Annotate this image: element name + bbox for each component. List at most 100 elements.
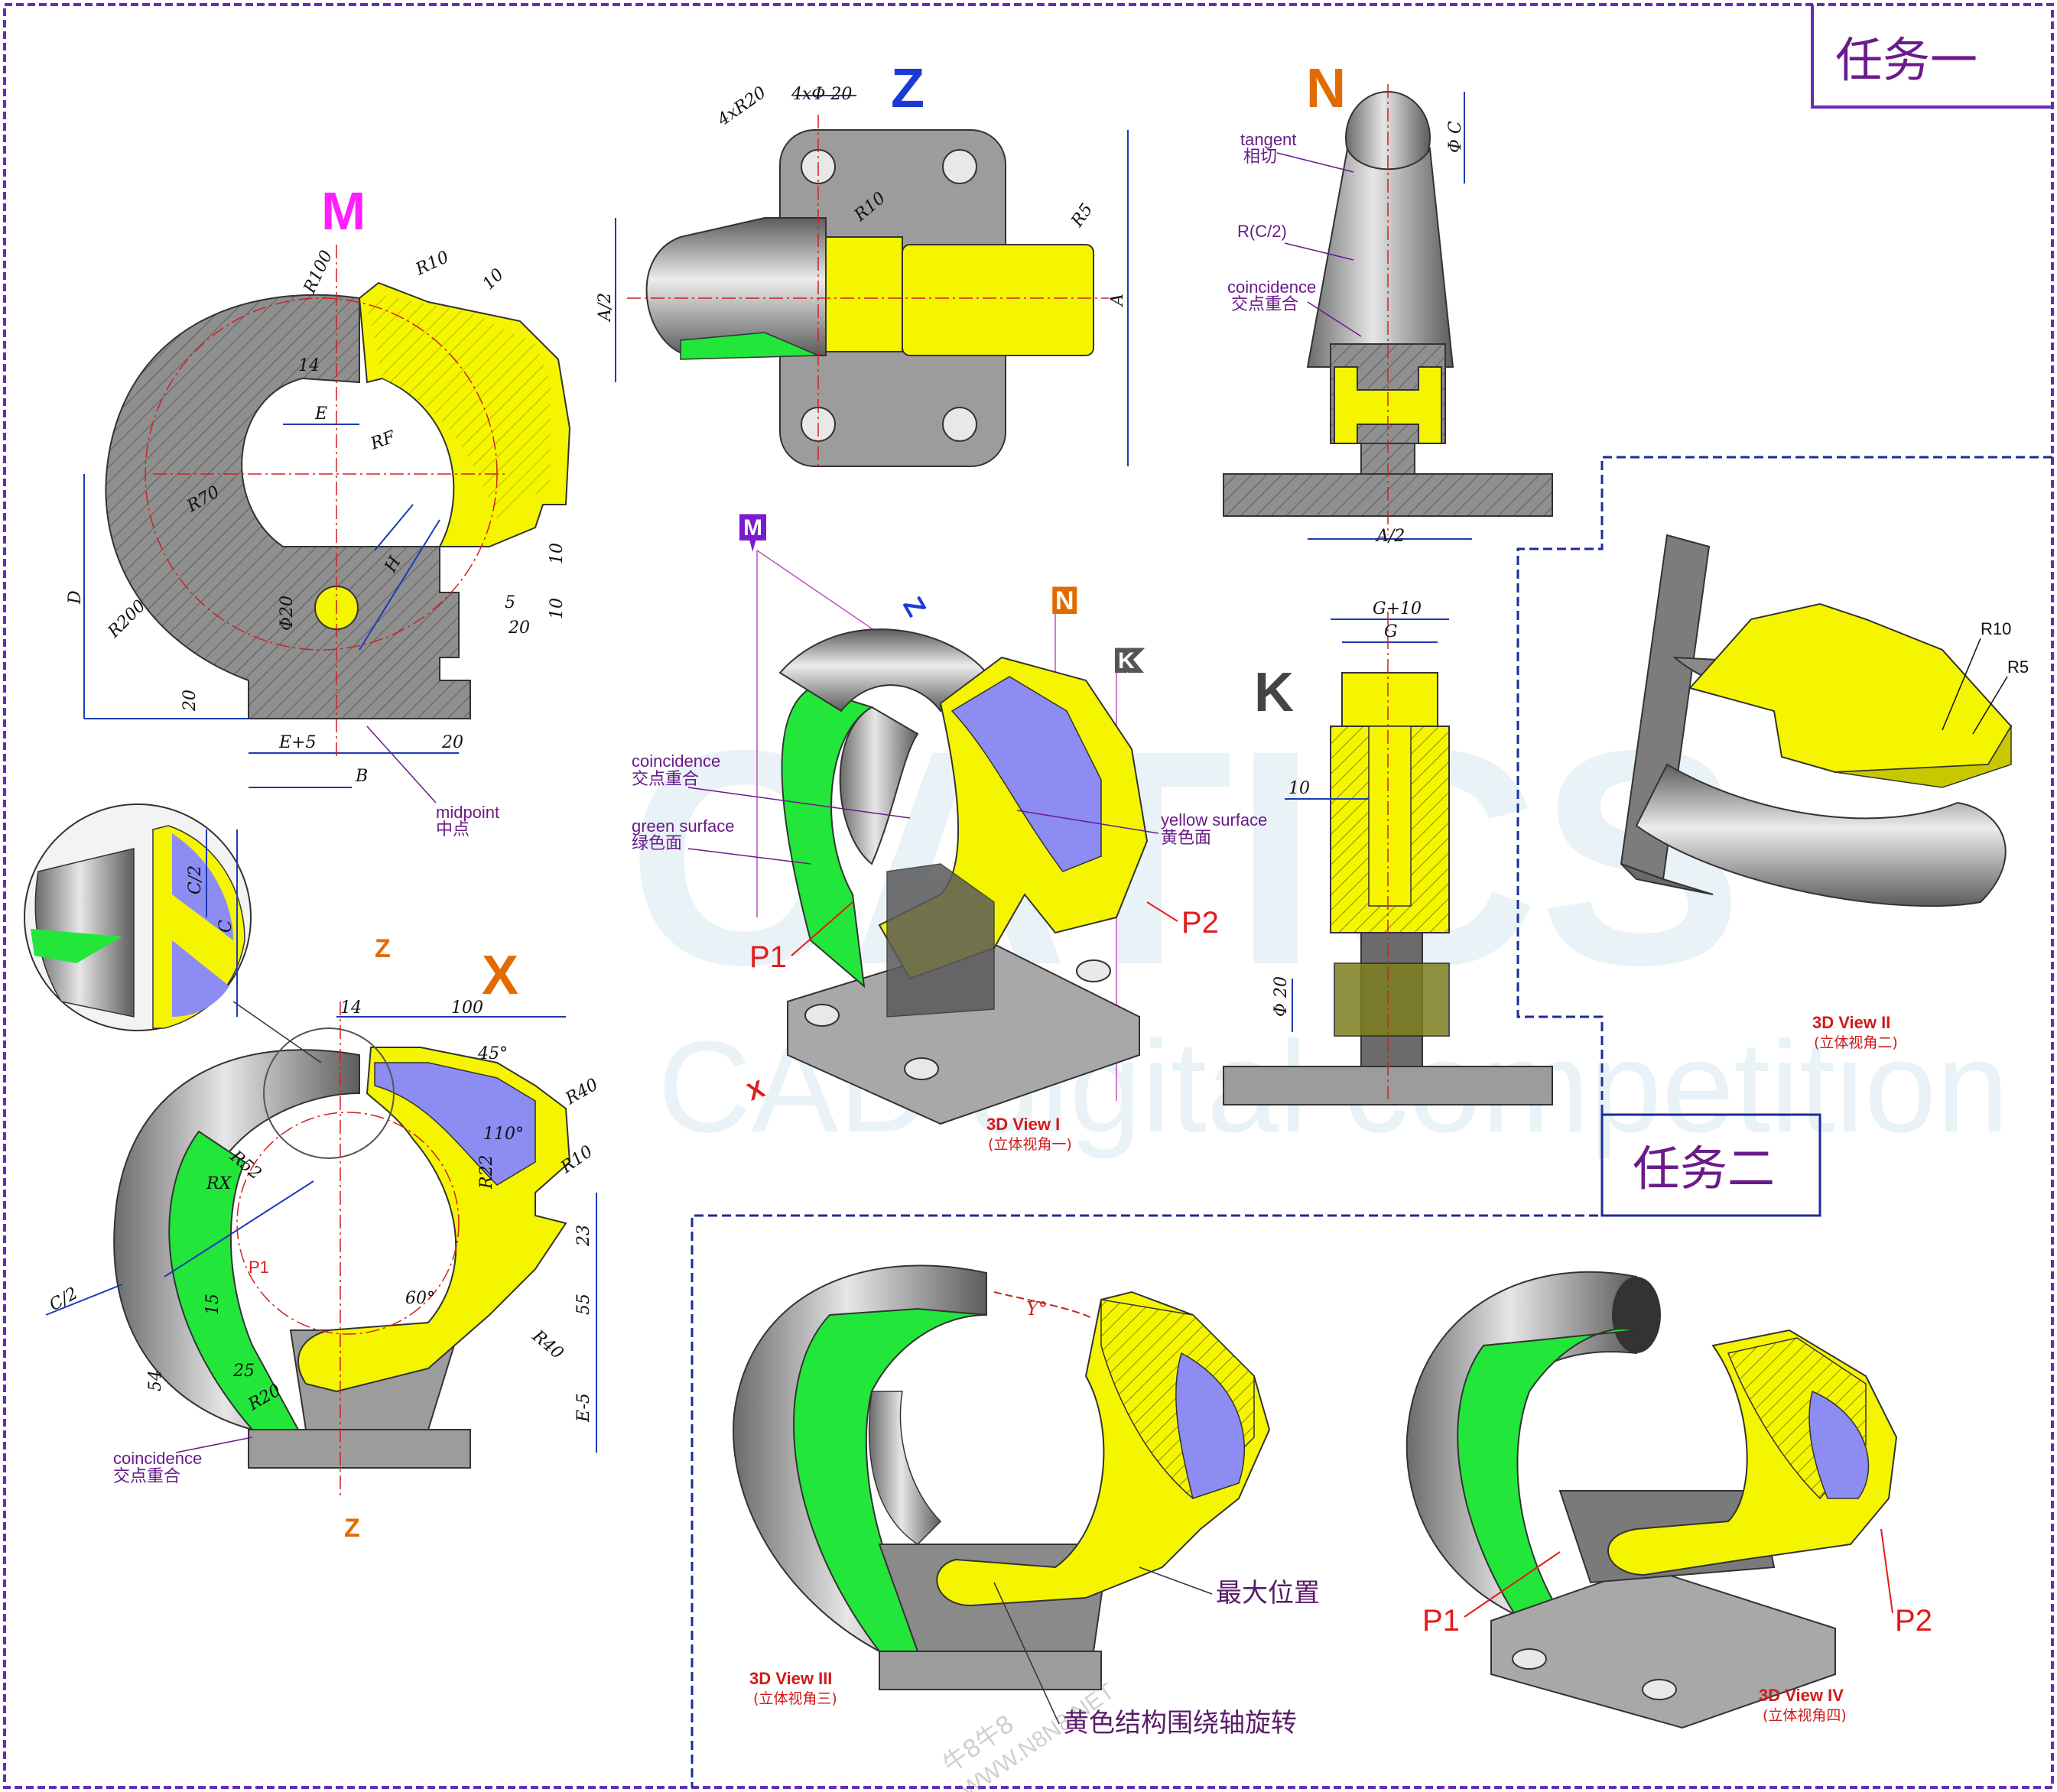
callout-green-cn: 绿色面 (632, 834, 682, 853)
callout-p1-3d: P1 (749, 940, 787, 974)
callout-midpoint: midpoint (436, 803, 499, 822)
dim-k-phi20: Φ 20 (1272, 976, 1291, 1017)
callout-coin-n-cn: 交点重合 (1231, 295, 1298, 314)
view-x-label: X (482, 945, 518, 1006)
view-m: M R100 R10 10 14 E RF R70 D H Φ20 5 20 1… (66, 181, 571, 839)
view1-m-tag-fg: M (743, 515, 762, 541)
view-3d-4: P1 P2 3D View IV (立体视角四) (1405, 1271, 1932, 1729)
dim-m-10c: 10 (548, 598, 567, 619)
callout-rotate: 黄色结构围绕轴旋转 (1063, 1708, 1297, 1738)
view-k: K G+10 G 10 Φ 20 (1223, 599, 1553, 1105)
view4-title: 3D View IV (1759, 1686, 1844, 1705)
dim-detail-c: C (216, 920, 236, 933)
dim-m-10b: 10 (548, 543, 567, 564)
dim-x-14: 14 (340, 998, 362, 1018)
callout-yellow: yellow surface (1161, 810, 1267, 829)
dim-m-14: 14 (298, 356, 320, 375)
view-z-label: Z (891, 58, 925, 119)
callout-green: green surface (632, 816, 735, 836)
task1-box: 任务一 (1811, 5, 2052, 109)
view-n-label: N (1306, 58, 1346, 119)
dim-m-r200: R200 (104, 596, 150, 642)
task2-title: 任务二 (1633, 1141, 1775, 1196)
dim-m-20c: 20 (441, 733, 463, 752)
detail-circle: C/2 C (24, 803, 322, 1063)
dim-x-c2: C/2 (47, 1284, 82, 1315)
callout-coin-3d: coincidence (632, 752, 720, 771)
view1-n-tag: N (1055, 586, 1074, 615)
callout-rc2: R(C/2) (1237, 222, 1287, 241)
view-k-label: K (1254, 662, 1294, 723)
dim-z-r5: R5 (1067, 200, 1097, 231)
dim-n-a2: A/2 (1375, 527, 1405, 546)
dim-m-20b: 20 (180, 690, 200, 712)
callout-p2-v4: P2 (1895, 1604, 1932, 1638)
dim-n-phic: Φ C (1446, 121, 1465, 153)
view1-k-tag-fg: K (1118, 648, 1135, 674)
dim-m-e: E (314, 404, 327, 424)
view-n: N Φ C A/2 tangent 相切 R(C/2) coincidence … (1223, 58, 1553, 546)
dim-v2-r5: R5 (2007, 657, 2029, 677)
dim-detail-c2: C/2 (186, 865, 205, 894)
dim-z-a: A (1108, 294, 1127, 307)
dim-x-60: 60° (405, 1289, 435, 1308)
dim-m-10: 10 (479, 265, 508, 294)
view-x: X Z Z 14 100 45° R40 R52 110° RX R22 R10… (45, 934, 602, 1543)
view1-z-tag: Z (897, 592, 933, 622)
dim-m-rf: RF (368, 427, 398, 454)
callout-tangent: tangent (1240, 130, 1296, 149)
callout-coin-n: coincidence (1227, 278, 1316, 297)
dim-m-20a: 20 (508, 618, 530, 638)
view1-title: 3D View I (986, 1115, 1060, 1134)
dim-k-10: 10 (1288, 779, 1310, 798)
dim-z-a2: A/2 (596, 293, 615, 323)
dim-x-rx: RX (206, 1174, 232, 1193)
callout-yellow-cn: 黄色面 (1161, 829, 1211, 848)
callout-tangent-cn: 相切 (1243, 148, 1277, 167)
task2-box: 任务二 (1600, 1113, 1821, 1217)
dim-x-54: 54 (146, 1370, 165, 1391)
dim-x-55: 55 (574, 1294, 593, 1315)
dim-m-r10: R10 (412, 248, 452, 280)
dim-x-r40b: R40 (528, 1326, 567, 1363)
callout-coin-3d-cn: 交点重合 (632, 770, 699, 789)
task2-region (691, 456, 2052, 1787)
dim-k-g: G (1384, 622, 1398, 641)
view2-title: 3D View II (1812, 1013, 1890, 1032)
callout-max-pos: 最大位置 (1216, 1578, 1320, 1609)
dim-x-25: 25 (232, 1362, 255, 1381)
dim-m-e5: E+5 (278, 733, 317, 752)
sheet-border (3, 3, 2054, 1789)
callout-p1-v4: P1 (1422, 1604, 1460, 1638)
dim-z-r20: 4xR20 (713, 83, 769, 131)
dim-x-r22: R22 (477, 1154, 496, 1190)
dim-m-5: 5 (505, 593, 515, 612)
dim-v3-y: Y° (1026, 1298, 1048, 1320)
callout-p1-x: P1 (249, 1258, 269, 1277)
dim-x-23: 23 (574, 1225, 593, 1247)
view3-subtitle: (立体视角三) (753, 1690, 837, 1707)
dim-z-holes: 4xΦ 20 (791, 85, 852, 104)
callout-coin-x-cn: 交点重合 (113, 1467, 180, 1486)
view-3d-2: R10 R5 3D View II (立体视角二) (1620, 534, 2029, 1051)
dim-x-15: 15 (203, 1294, 223, 1315)
callout-midpoint-cn: 中点 (436, 820, 470, 839)
view-x-zmark-bottom: Z (344, 1514, 360, 1543)
dim-k-g10: G+10 (1373, 599, 1422, 618)
callout-p2-3d: P2 (1181, 906, 1219, 940)
dim-x-e5: E-5 (574, 1393, 593, 1423)
view1-subtitle: (立体视角一) (988, 1136, 1072, 1153)
view-3d-1: M M Z N N K K X coincidence 交点重合 green s… (632, 510, 1267, 1153)
view-m-label: M (321, 181, 366, 241)
dim-x-r40a: R40 (562, 1075, 602, 1109)
view-x-zmark-top: Z (375, 934, 391, 963)
view4-subtitle: (立体视角四) (1763, 1707, 1847, 1724)
dim-m-phi20: Φ20 (278, 596, 297, 631)
callout-coin-x: coincidence (113, 1449, 202, 1468)
view1-n-tag-fg: N (1055, 586, 1074, 615)
dim-m-r100: R100 (300, 248, 336, 297)
dim-x-110: 110° (483, 1125, 524, 1144)
dim-v2-r10: R10 (1981, 619, 2011, 638)
dim-x-100: 100 (451, 998, 483, 1018)
